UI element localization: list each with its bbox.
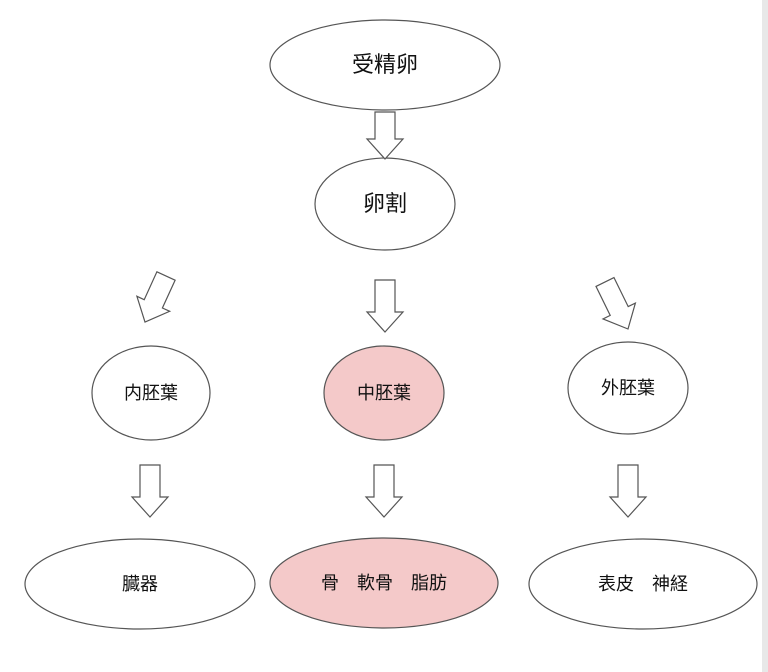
arrow-cleavage-to-ectoderm [595,276,637,330]
node-bone-cartilage-fat-label: 骨 軟骨 脂肪 [321,573,447,594]
node-epidermis-nerve-label: 表皮 神経 [598,574,688,595]
node-organs-label: 臓器 [122,574,158,595]
node-fertilized-egg-label: 受精卵 [352,53,418,78]
arrow-mesoderm-to-bone-cartilage-fat [364,464,404,518]
vertical-scrollbar[interactable] [762,0,768,672]
node-mesoderm-label: 中胚葉 [357,383,411,404]
node-organs: 臓器 [24,538,256,630]
arrow-endoderm-to-organs [130,464,170,518]
node-bone-cartilage-fat: 骨 軟骨 脂肪 [269,537,499,629]
arrow-cleavage-to-endoderm [135,271,176,323]
node-cleavage-label: 卵割 [363,192,407,217]
node-endoderm: 内胚葉 [91,345,211,441]
arrow-fertilized-egg-to-cleavage [365,111,405,160]
node-ectoderm-label: 外胚葉 [601,378,655,399]
arrow-cleavage-to-mesoderm [365,279,405,333]
node-mesoderm: 中胚葉 [323,345,445,441]
node-endoderm-label: 内胚葉 [124,383,178,404]
arrow-ectoderm-to-epidermis-nerve [608,464,648,518]
node-ectoderm: 外胚葉 [567,341,689,435]
node-cleavage: 卵割 [314,157,456,251]
node-epidermis-nerve: 表皮 神経 [528,538,758,630]
node-fertilized-egg: 受精卵 [269,19,501,111]
